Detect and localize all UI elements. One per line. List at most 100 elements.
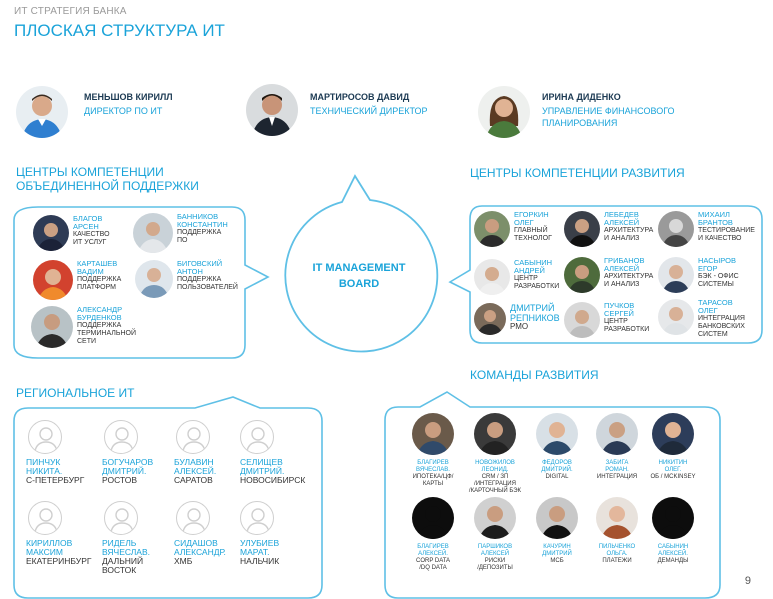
person-role: /ДЕПОЗИТЫ: [477, 565, 513, 571]
person-name: РОМАН.: [605, 467, 629, 473]
person-name: НИКИТИН: [658, 460, 688, 466]
person-name: РЕПНИКОВ: [510, 313, 560, 323]
person-role: ДЕМАНДЫ: [657, 558, 689, 564]
person-city: ЕКАТЕРИНБУРГ: [26, 556, 92, 566]
executive-1: [16, 86, 68, 138]
executive-role: ТЕХНИЧЕСКИЙ ДИРЕКТОР: [310, 106, 428, 116]
person-city: НОВОСИБИРСК: [240, 475, 306, 485]
person-text: ЛЕБЕДЕВ АЛЕКСЕЙ АРХИТЕКТУРА И АНАЛИЗ: [604, 211, 653, 243]
regional-title: РЕГИОНАЛЬНОЕ ИТ: [16, 386, 135, 400]
person-city: ДАЛЬНИЙ: [102, 556, 144, 566]
person-role: ИНТЕГРАЦИЯ: [596, 474, 638, 480]
person-placeholder-icon: [176, 420, 210, 454]
person-name: ГРИБАНОВ: [604, 256, 645, 265]
person-placeholder-icon: [104, 420, 138, 454]
development-title: ЦЕНТРЫ КОМПЕТЕНЦИИ РАЗВИТИЯ: [470, 166, 685, 180]
person-role: DIGITAL: [545, 474, 569, 480]
person-role: ПОЛЬЗОВАТЕЛЕЙ: [177, 284, 238, 291]
person-role: /DQ DATA: [419, 565, 447, 571]
development-bubble: [448, 205, 763, 344]
executive-role: ДИРЕКТОР ПО ИТ: [84, 106, 163, 116]
person-placeholder-icon: [28, 501, 62, 535]
regional-bubble: [13, 396, 323, 599]
kicker: ИТ СТРАТЕГИЯ БАНКА: [14, 6, 127, 17]
executive-role: ПЛАНИРОВАНИЯ: [542, 118, 618, 128]
person-text: КАРТАШЕВ ВАДИМ ПОДДЕРЖКА ПЛАТФОРМ: [77, 260, 121, 292]
person-role: ИНТЕГРАЦИЯ: [698, 315, 745, 322]
avatar: [474, 303, 506, 335]
person-name: АЛЕКСЕЙ: [604, 218, 640, 227]
person-role: ТЕХНОЛОГ: [514, 235, 552, 242]
person-name: КОНСТАНТИН: [177, 220, 228, 229]
person-name: БЛАГОВ: [73, 214, 103, 223]
person-name: МАРАТ.: [240, 547, 270, 557]
person-role: РМО: [510, 322, 529, 331]
person-role: БЭК - ОФИС: [698, 273, 739, 280]
person-role: ОБ / MCKINSEY: [650, 474, 696, 480]
avatar: [135, 260, 173, 298]
person-text: НАСЫРОВ ЕГОР БЭК - ОФИС СИСТЕМЫ: [698, 257, 739, 289]
person-name: БРАНТОВ: [698, 218, 733, 227]
person-role: ПОДДЕРЖКА: [77, 276, 122, 283]
support-title-line-1: ЦЕНТРЫ КОМПЕТЕНЦИИ: [16, 165, 164, 179]
avatar: [474, 413, 516, 455]
executive-2-text: МАРТИРОСОВ ДАВИД ТЕХНИЧЕСКИЙ ДИРЕКТОР: [310, 92, 428, 117]
person-role: РАЗРАБОТКИ: [604, 326, 650, 333]
person-text: БЛАГОВ АРСЕН КАЧЕСТВО ИТ УСЛУГ: [73, 215, 110, 247]
avatar: [474, 211, 510, 247]
person-role: ПЛАТЕЖИ: [602, 558, 632, 564]
person-name: АЛЕКСЕЙ: [480, 551, 510, 557]
executive-name: МЕНЬШОВ КИРИЛЛ: [84, 92, 173, 102]
person-city: САРАТОВ: [174, 475, 213, 485]
person-name: ВАДИМ: [77, 267, 104, 276]
person-placeholder-icon: [240, 501, 274, 535]
avatar: [658, 299, 694, 335]
person-name: ПИНЧУК: [26, 457, 61, 467]
avatar: [474, 497, 516, 539]
person-city: РОСТОВ: [102, 475, 138, 485]
person-city: ХМБ: [174, 556, 193, 566]
person-text: ПУЧКОВ СЕРГЕЙ ЦЕНТР РАЗРАБОТКИ: [604, 302, 649, 334]
avatar: [658, 211, 694, 247]
person-name: РИДЕЛЬ: [102, 538, 137, 548]
person-role: ЦЕНТР: [604, 318, 628, 325]
person-name: БОГУЧАРОВ: [102, 457, 154, 467]
person-name: ДМИТРИЙ.: [240, 466, 285, 476]
person-name: ЛЕОНИД.: [481, 467, 509, 473]
person-city: НАЛЬЧИК: [240, 556, 280, 566]
avatar: [658, 257, 694, 293]
support-title: ЦЕНТРЫ КОМПЕТЕНЦИИ ОБЪЕДИНЕННОЙ ПОДДЕРЖК…: [16, 165, 199, 193]
person-name: СИДАШОВ: [174, 538, 218, 548]
person-name: СЕЛИЩЕВ: [240, 457, 283, 467]
avatar: [564, 302, 600, 338]
person-name: АЛЕКСАНДР: [77, 305, 123, 314]
person-role: ТЕСТИРОВАНИЕ: [698, 227, 755, 234]
person-text: ЕГОРКИН ОЛЕГ ГЛАВНЫЙ ТЕХНОЛОГ: [514, 211, 552, 243]
board-line-2: BOARD: [338, 278, 380, 290]
person-text: БАННИКОВ КОНСТАНТИН ПОДДЕРЖКА ПО: [177, 213, 228, 245]
person-text: БИГОВСКИЙ АНТОН ПОДДЕРЖКА ПОЛЬЗОВАТЕЛЕЙ: [177, 260, 238, 292]
person-role: ПЛАТФОРМ: [77, 284, 116, 291]
person-card: МИХАИЛ БРАНТОВ ТЕСТИРОВАНИЕ И КАЧЕСТВО: [658, 211, 755, 247]
teams-title: КОМАНДЫ РАЗВИТИЯ: [470, 368, 599, 382]
person-name: УЛУБИЕВ: [240, 538, 280, 548]
person-name: НИКИТА.: [26, 466, 63, 476]
